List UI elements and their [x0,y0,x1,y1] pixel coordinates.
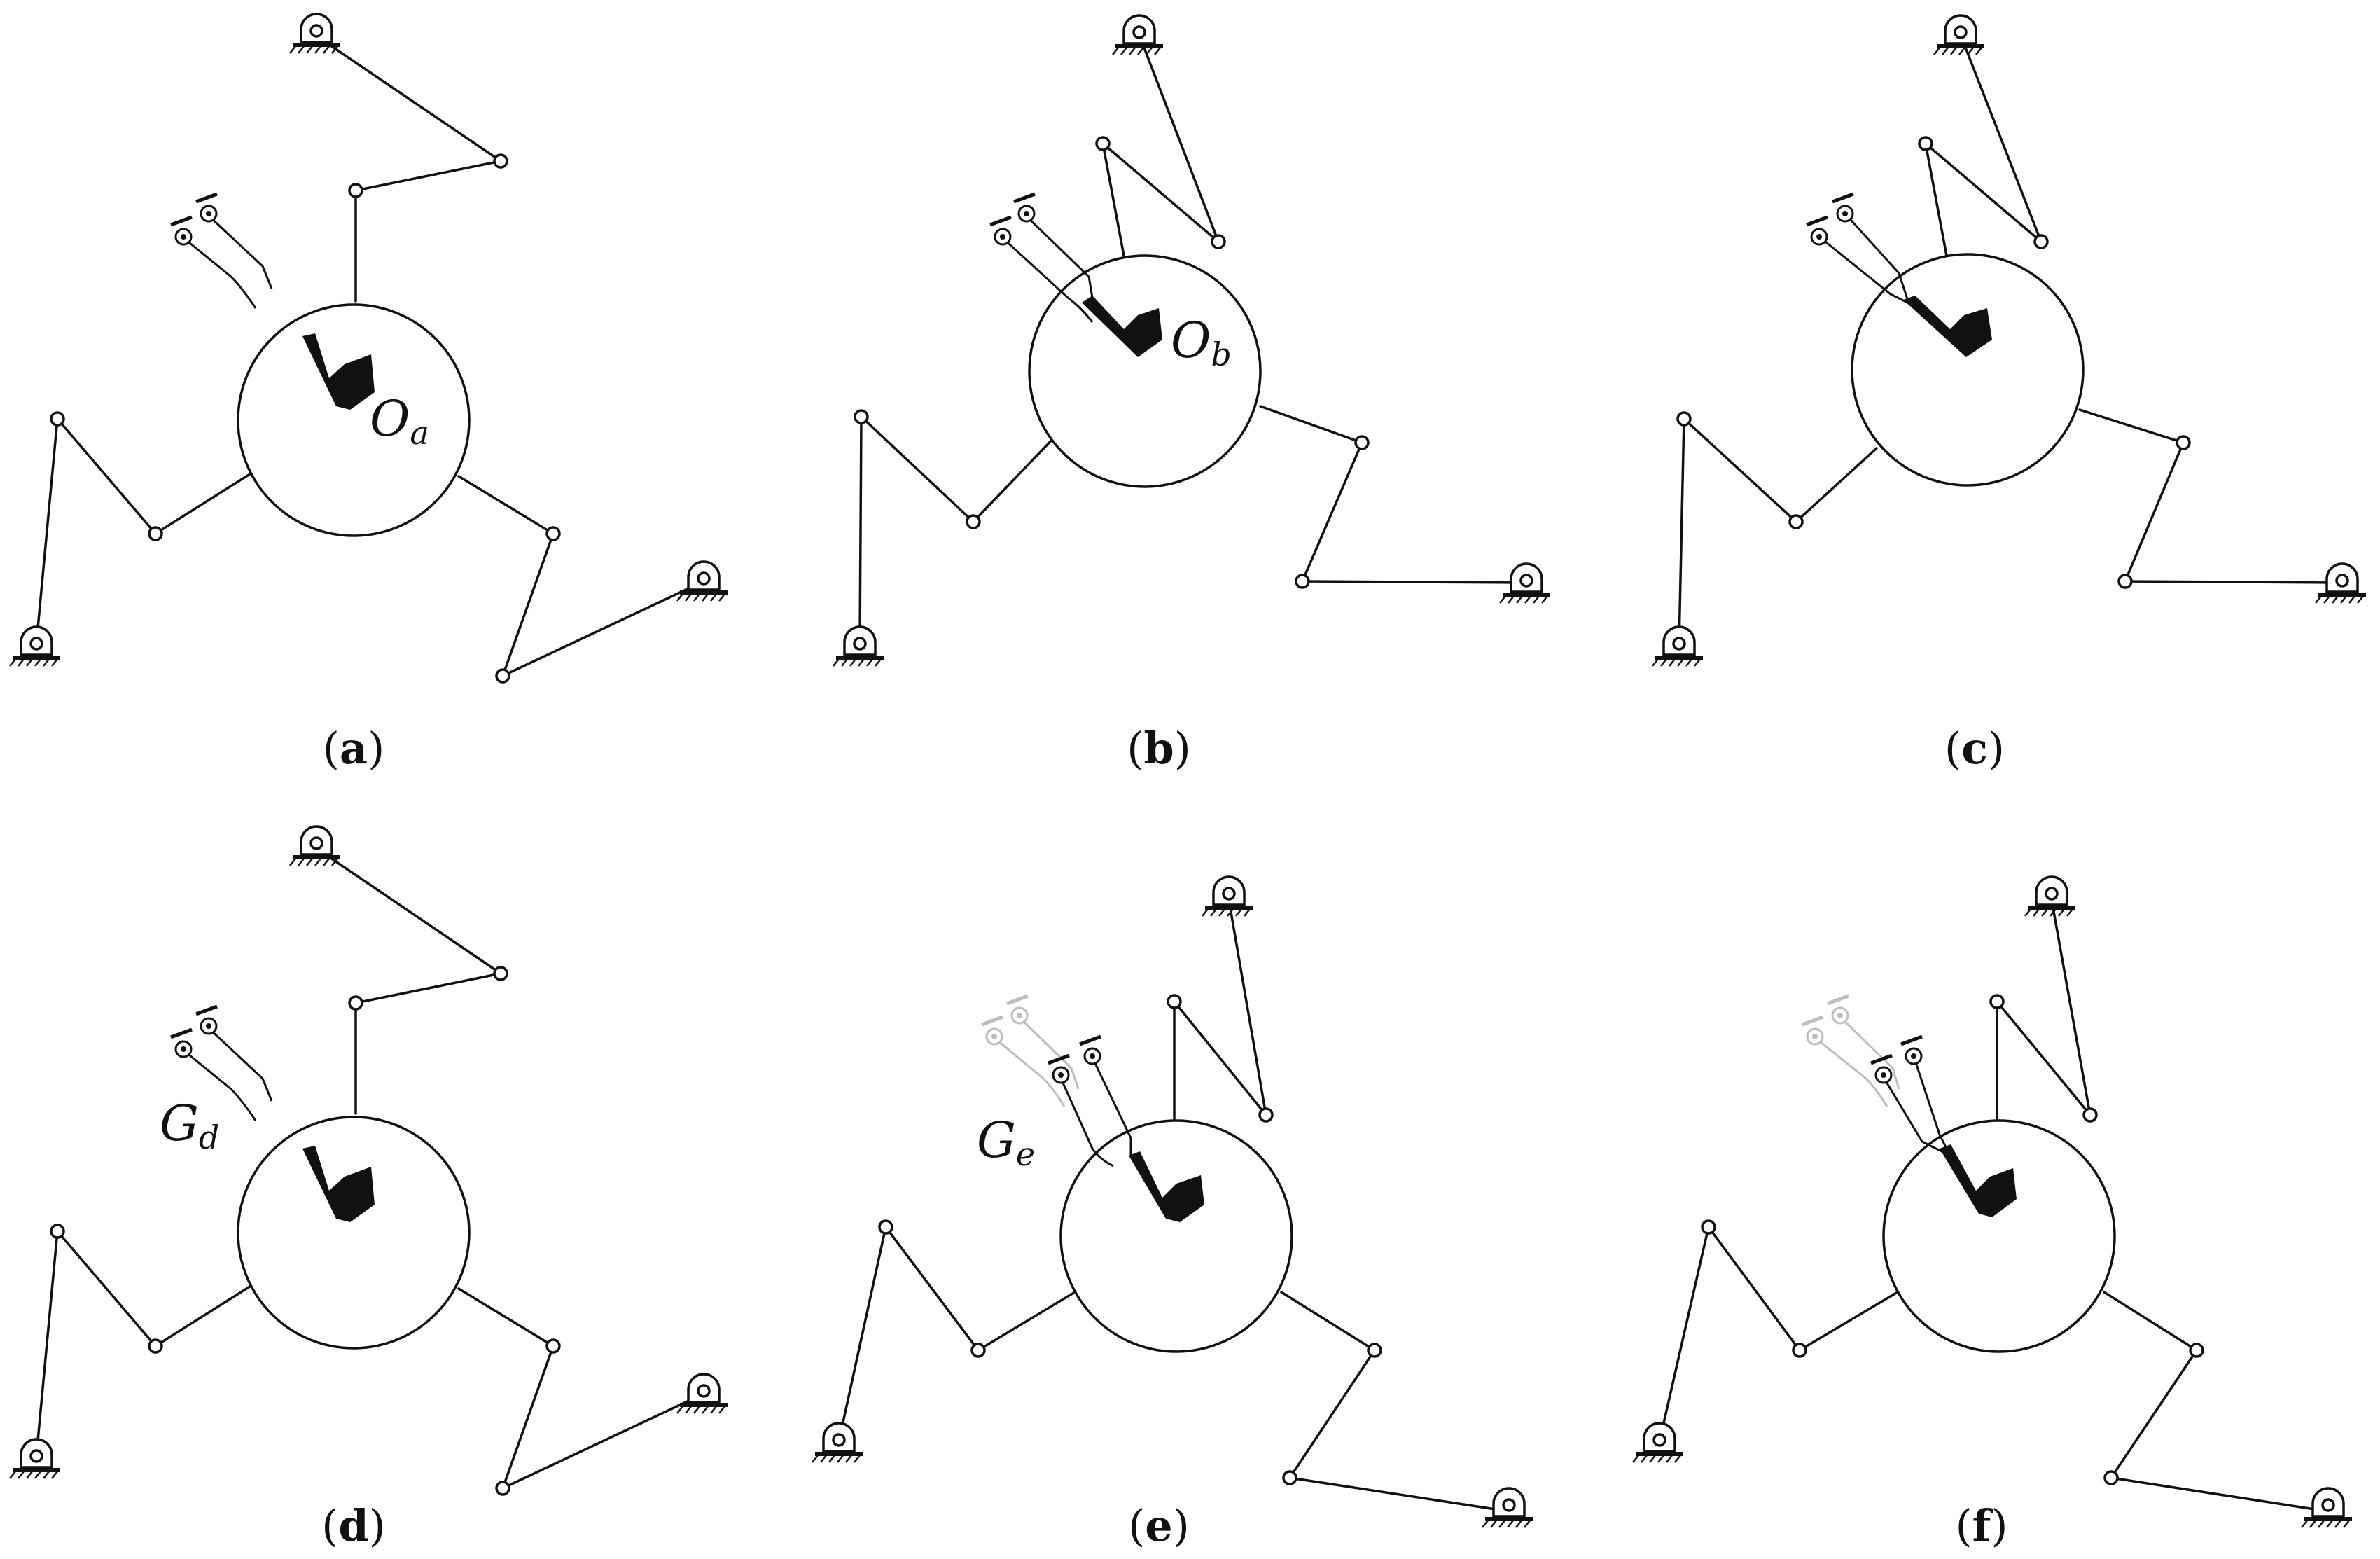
object-body [237,303,471,537]
link [457,475,555,535]
joints [1676,136,2191,589]
joints [1701,994,2204,1485]
link [35,417,59,644]
panel-c: (c) [1652,15,2366,774]
caption-c: (c) [1944,723,2005,774]
ground-pivot-icon [1202,877,1253,916]
caption-f: (f) [1955,1500,2007,1551]
link [154,471,253,535]
object-body [1882,1119,2116,1353]
caption-d: (d) [321,1500,386,1551]
ground-pivot-icon [812,1423,863,1462]
gripper [171,1006,273,1121]
ground-pivot-icon [10,1439,60,1478]
object-body [1851,253,2085,487]
panel-a: Oa (a) [10,14,728,774]
link [501,532,555,677]
joints [50,153,561,684]
joints [50,966,561,1496]
gripper [171,194,273,309]
ground-pivot-icon [1652,627,1703,666]
object-label: Ob [1171,312,1232,373]
gripper [1807,194,1912,306]
caption-b: (b) [1127,723,1191,774]
object-body [1059,1119,1293,1353]
ground-pivot-icon [1934,15,1984,55]
ground-pivot-icon [677,1374,728,1413]
object-body [1028,254,1262,488]
gripper-label: Gd [160,1095,219,1156]
l-object [1129,1151,1204,1222]
link [314,34,502,162]
object-body [237,1116,471,1350]
l-object [1940,1144,2017,1217]
panel-b: Ob (b) [833,15,1550,774]
gripper [1048,1037,1132,1167]
link [501,580,705,677]
panel-e: Ge (e) [812,877,1533,1551]
l-object [302,333,375,410]
ground-pivot-icon [677,562,728,601]
gripper-label: Ge [977,1111,1035,1173]
caption-a: (a) [323,723,385,774]
ground-pivot-icon [10,627,60,666]
ground-pivot-icon [1113,15,1163,55]
gripper-ghost [982,996,1080,1107]
joints [878,994,1382,1485]
link [56,417,157,535]
caption-e: (e) [1128,1500,1190,1551]
l-object [302,1146,375,1222]
joints [854,136,1370,589]
l-object [1082,296,1162,357]
gripper-ghost [1802,996,1900,1107]
ground-pivot-icon [2025,877,2075,916]
gripper [1871,1037,1948,1153]
gripper [990,194,1094,323]
object-label: Oa [370,390,429,452]
panel-f: (f) [1633,877,2352,1551]
panel-d: Gd (d) [10,826,728,1551]
ground-pivot-icon [1633,1423,1683,1462]
link [354,160,502,192]
ground-pivot-icon [833,627,884,666]
l-object [1903,296,1992,357]
